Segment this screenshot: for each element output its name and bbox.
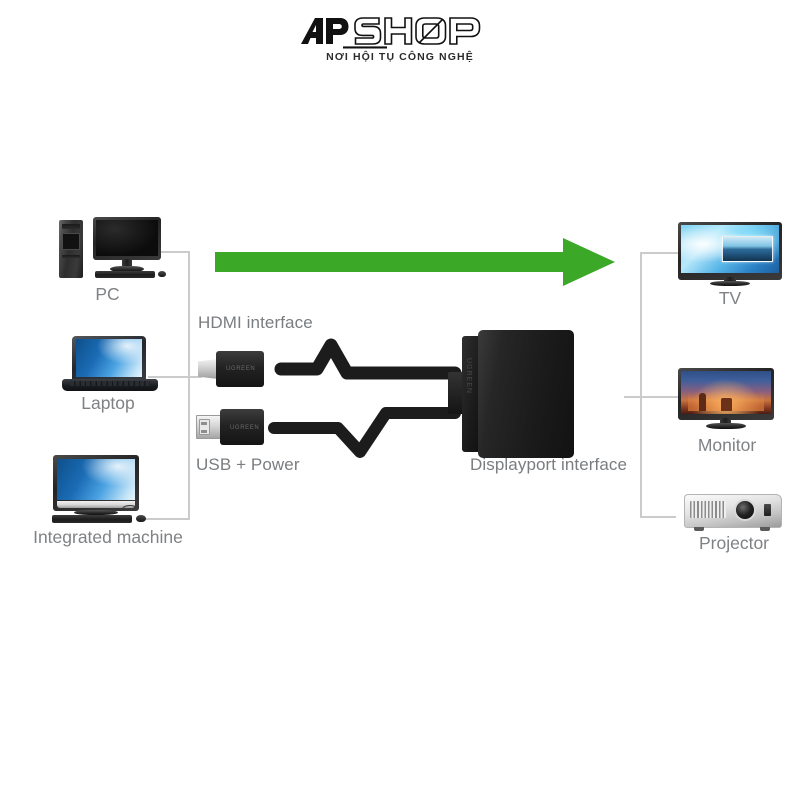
brand-logo: NƠI HỘI TỤ CÔNG NGHỆ <box>0 14 800 63</box>
hdmi-plug-brand: UGREEN <box>226 366 256 372</box>
usb-plug-icon <box>220 409 264 445</box>
aio-keyboard-icon <box>52 515 132 523</box>
flow-arrow-icon <box>215 238 615 286</box>
label-pc: PC <box>95 284 120 304</box>
tv-bezel-icon <box>678 222 782 280</box>
projector-lens-icon <box>734 499 756 521</box>
logo-wordmark-icon <box>301 17 481 49</box>
link-bus-to-projector <box>640 516 676 518</box>
projector-foot <box>760 527 770 531</box>
link-aio-to-bus <box>138 518 190 520</box>
tv-neck <box>724 277 736 283</box>
tv-foot <box>710 281 750 286</box>
label-displayport-interface: Displayport interface <box>470 455 628 474</box>
usb-pin <box>201 422 207 425</box>
pc-monitor-neck <box>122 259 132 268</box>
tv-screen <box>681 225 779 273</box>
hdmi-plug-icon <box>216 351 264 387</box>
adapter-displayport: UGREEN <box>448 330 574 458</box>
projector-side-panel <box>764 504 771 516</box>
adapter-box-icon <box>478 330 574 458</box>
monitor-neck <box>720 418 731 425</box>
laptop-keyboard <box>70 381 150 386</box>
pc-tower-panel <box>62 233 80 250</box>
label-laptop: Laptop <box>81 393 135 413</box>
aio-mouse-cord <box>120 505 140 519</box>
monitor-foot <box>706 423 746 429</box>
laptop-screen <box>76 339 142 377</box>
adapter-brand: UGREEN <box>465 358 472 394</box>
usb-plug-brand: UGREEN <box>230 425 260 431</box>
device-laptop <box>56 336 161 392</box>
connector-usb: UGREEN <box>196 409 282 447</box>
aio-screen <box>57 459 135 500</box>
aio-stand <box>74 510 118 515</box>
monitor-bezel-icon <box>678 368 774 420</box>
label-hdmi-interface: HDMI interface <box>198 313 313 332</box>
aio-mouse-icon <box>136 515 146 522</box>
pc-monitor-screen <box>96 220 158 256</box>
device-tv <box>678 222 782 288</box>
label-integrated-machine: Integrated machine <box>33 527 183 547</box>
label-tv: TV <box>718 288 742 308</box>
monitor-screen-photo <box>688 391 764 412</box>
pc-monitor-foot <box>110 266 144 272</box>
device-pc <box>55 212 166 282</box>
device-monitor <box>678 368 774 430</box>
hdmi-cable-path <box>274 338 462 380</box>
projector-foot <box>694 527 704 531</box>
bus-line-right <box>640 252 642 516</box>
device-integrated-machine <box>44 455 156 527</box>
connector-hdmi: UGREEN <box>198 349 284 389</box>
laptop-lid-icon <box>72 336 146 383</box>
aio-screen-icon <box>53 455 139 511</box>
bus-line-left <box>188 251 190 519</box>
link-pc-to-bus <box>148 251 190 253</box>
link-laptop-to-bus <box>148 376 190 378</box>
usb-cable-path <box>268 407 461 458</box>
monitor-screen <box>681 371 771 414</box>
hdmi-tip-icon <box>198 359 218 379</box>
label-monitor: Monitor <box>697 435 757 455</box>
pc-tower-vent <box>62 255 80 258</box>
pc-keyboard-icon <box>95 271 155 278</box>
adapter-cap <box>462 336 482 452</box>
projector-vent <box>690 501 726 518</box>
pc-monitor-icon <box>93 217 161 260</box>
aio-chin <box>57 501 135 508</box>
link-bus-to-tv <box>640 252 678 254</box>
device-projector <box>684 492 784 538</box>
bus-left-to-hdmi <box>188 376 202 378</box>
tv-screen-photo <box>722 235 774 263</box>
usb-pin <box>201 430 207 433</box>
logo-tagline: NƠI HỘI TỤ CÔNG NGHỆ <box>326 51 474 63</box>
pc-mouse-icon <box>158 271 166 277</box>
label-usb-power: USB + Power <box>196 455 300 474</box>
usb-tongue <box>199 419 210 435</box>
pc-tower-drive-bay <box>62 224 80 229</box>
label-projector: Projector <box>698 533 770 553</box>
link-bus-to-monitor <box>624 396 678 398</box>
